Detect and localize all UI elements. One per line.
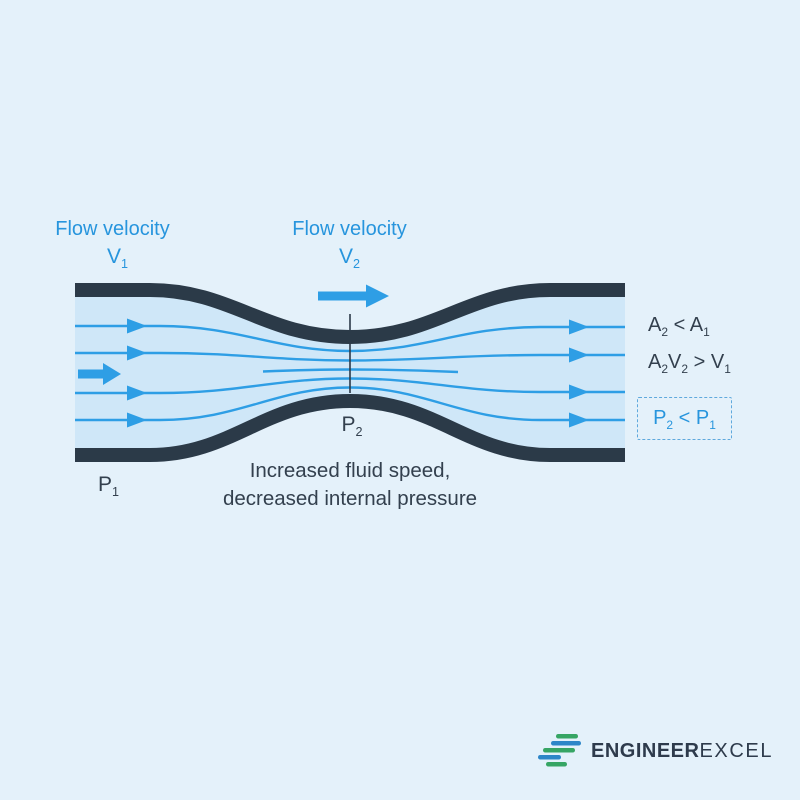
equation-flow: A2V2 > V1 bbox=[648, 351, 731, 376]
arrowhead-icon bbox=[127, 412, 147, 428]
flow-velocity-throat-title: Flow velocity bbox=[292, 218, 407, 240]
caption-line-1: Increased fluid speed, bbox=[249, 459, 451, 482]
pressure-result-box: P2 < P1 bbox=[637, 397, 732, 440]
logo-wordmark-engineer: ENGINEER bbox=[591, 739, 700, 762]
flow-velocity-inlet-symbol: V1 bbox=[106, 245, 129, 272]
engineerexcel-logo-icon bbox=[538, 734, 581, 767]
pipe-wall-bottom bbox=[75, 393, 625, 462]
throat-velocity-arrow-icon bbox=[318, 284, 389, 308]
arrowhead-icon bbox=[569, 319, 589, 335]
pressure-inlet-label: P1 bbox=[98, 473, 120, 500]
engineerexcel-logo: ENGINEEREXCEL bbox=[536, 731, 773, 771]
pressure-throat-label: P2 bbox=[341, 413, 363, 440]
logo-wordmark: ENGINEEREXCEL bbox=[591, 740, 773, 763]
arrowhead-icon bbox=[127, 345, 147, 361]
equation-pressure: P2 < P1 bbox=[653, 407, 716, 432]
equation-area: A2 < A1 bbox=[648, 314, 710, 339]
arrowhead-icon bbox=[569, 412, 589, 428]
streamline-arrowheads-right bbox=[569, 319, 589, 428]
pipe-wall-top bbox=[75, 283, 625, 345]
diagram-caption: Increased fluid speed, decreased interna… bbox=[190, 457, 510, 513]
arrowhead-icon bbox=[127, 318, 147, 334]
arrowhead-icon bbox=[569, 347, 589, 363]
streamline-arrowheads-left bbox=[127, 318, 147, 428]
flow-velocity-throat-symbol: V2 bbox=[338, 245, 361, 272]
flow-velocity-inlet-title: Flow velocity bbox=[55, 218, 170, 240]
arrowhead-icon bbox=[569, 384, 589, 400]
arrowhead-icon bbox=[127, 385, 147, 401]
caption-line-2: decreased internal pressure bbox=[222, 487, 478, 510]
logo-wordmark-excel: EXCEL bbox=[699, 739, 774, 762]
inlet-velocity-arrow-icon bbox=[78, 363, 121, 385]
